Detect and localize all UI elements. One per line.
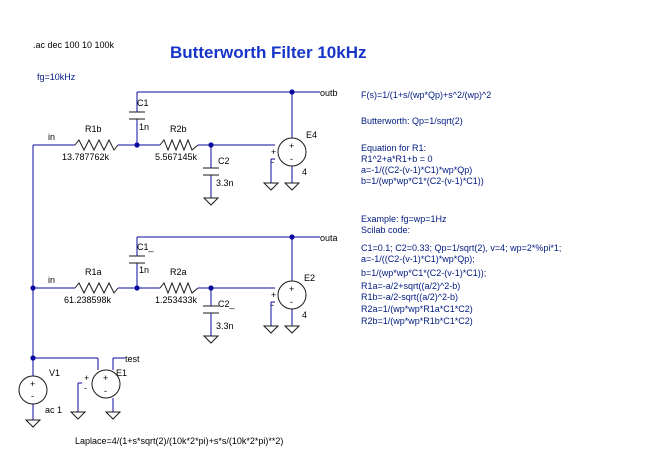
ground-icon bbox=[69, 411, 87, 420]
e4-in-minus: - bbox=[271, 157, 274, 167]
e2-name: E2 bbox=[304, 273, 315, 283]
note-line: F(s)=1/(1+s/(wp*Qp)+s^2/(wp)^2 bbox=[361, 90, 491, 100]
stage-b-in-label: in bbox=[48, 132, 55, 142]
v1-name: V1 bbox=[49, 368, 60, 378]
capacitor-c2-underscore[interactable] bbox=[203, 305, 219, 314]
r2b-value: 5.567145k bbox=[155, 152, 198, 162]
outb-label[interactable]: outb bbox=[320, 88, 338, 98]
e1-name: E1 bbox=[116, 368, 127, 378]
r1b-value: 13.787762k bbox=[62, 152, 110, 162]
stage-b-wires[interactable] bbox=[33, 91, 320, 198]
ground-icon bbox=[202, 335, 220, 344]
e2-in-plus: + bbox=[271, 290, 276, 300]
note-line: b=1/(wp*wp*C1*(C2-(v-1)*C1)) bbox=[361, 176, 484, 186]
ground-icon bbox=[24, 419, 42, 428]
e4-plus: + bbox=[289, 141, 294, 151]
capacitor-c1-underscore[interactable] bbox=[129, 255, 145, 264]
e1-minus: - bbox=[104, 386, 107, 396]
r2a-value: 1.253433k bbox=[155, 295, 198, 305]
test-label[interactable]: test bbox=[125, 354, 140, 364]
ground-icon bbox=[283, 182, 301, 191]
e2-gain: 4 bbox=[302, 310, 307, 320]
ground-icon bbox=[202, 197, 220, 206]
capacitor-c2[interactable] bbox=[203, 167, 219, 176]
ground-icon bbox=[104, 411, 122, 420]
resistor-r1a[interactable] bbox=[74, 281, 119, 295]
source-section: + - V1 ac 1 + - + - E1 test Laplace=4/(1… bbox=[18, 354, 283, 446]
schematic-title[interactable]: Butterworth Filter 10kHz bbox=[170, 43, 366, 62]
e4-minus: - bbox=[290, 154, 293, 164]
stage-a-in-label: in bbox=[48, 275, 55, 285]
ground-icon bbox=[262, 182, 280, 191]
note-line: Scilab code: bbox=[361, 225, 410, 235]
c1-value: 1n bbox=[139, 122, 149, 132]
outa-label[interactable]: outa bbox=[320, 233, 338, 243]
note-line: Butterworth: Qp=1/sqrt(2) bbox=[361, 116, 463, 126]
resistor-r2b[interactable] bbox=[159, 138, 199, 152]
fg-param[interactable]: fg=10kHz bbox=[37, 72, 76, 82]
c2-underscore-value: 3.3n bbox=[216, 321, 234, 331]
note-line: R1^2+a*R1+b = 0 bbox=[361, 154, 433, 164]
capacitor-c1[interactable] bbox=[129, 111, 145, 120]
voltage-source-v1[interactable]: + - bbox=[18, 375, 48, 405]
notes-top: F(s)=1/(1+s/(wp*Qp)+s^2/(wp)^2 Butterwor… bbox=[361, 90, 491, 186]
e1-plus: + bbox=[103, 373, 108, 383]
note-line: a=-1/((C2-(v-1)*C1)*wp*Qp) bbox=[361, 165, 472, 175]
r1a-value: 61.238598k bbox=[64, 295, 112, 305]
v1-plus: + bbox=[30, 379, 35, 389]
source-wires[interactable] bbox=[32, 357, 125, 420]
e2-in-minus: - bbox=[271, 300, 274, 310]
e1-in-plus: + bbox=[84, 373, 89, 383]
stage-b: R1b 13.787762k R2b 5.567145k C1 1n C2 3.… bbox=[33, 88, 338, 206]
note-line: b=1/(wp*wp*C1*(C2-(v-1)*C1)); bbox=[361, 268, 486, 278]
c2-underscore-name: C2_ bbox=[218, 299, 236, 309]
e1-in-minus: - bbox=[84, 383, 87, 393]
ground-icon bbox=[262, 325, 280, 334]
e4-in-plus: + bbox=[271, 147, 276, 157]
r1a-name: R1a bbox=[85, 267, 102, 277]
note-line: R1a=-a/2+sqrt((a/2)^2-b) bbox=[361, 281, 460, 291]
c1-underscore-name: C1_ bbox=[137, 242, 155, 252]
note-line: C1=0.1; C2=0.33; Qp=1/sqrt(2), v=4; wp=2… bbox=[361, 243, 561, 253]
laplace-expression[interactable]: Laplace=4/(1+s*sqrt(2)/(10k*2*pi)+s*s/(1… bbox=[75, 436, 283, 446]
amplifier-e2[interactable]: + - bbox=[277, 280, 307, 310]
note-line: a=-1/((C2-(v-1)*C1)*wp*Qp); bbox=[361, 254, 475, 264]
v1-value: ac 1 bbox=[45, 405, 62, 415]
note-line: R1b=-a/2-sqrt((a/2)^2-b) bbox=[361, 292, 458, 302]
amplifier-e4[interactable]: + - bbox=[277, 137, 307, 167]
notes-bottom: Example: fg=wp=1Hz Scilab code: C1=0.1; … bbox=[361, 214, 561, 326]
c2-value: 3.3n bbox=[216, 178, 234, 188]
note-line: R2b=1/(wp*wp*R1b*C1*C2) bbox=[361, 316, 473, 326]
stage-a: R1a 61.238598k R2a 1.253433k C1_ 1n C2_ … bbox=[33, 233, 338, 344]
e4-gain: 4 bbox=[302, 167, 307, 177]
resistor-r1b[interactable] bbox=[74, 138, 119, 152]
input-bus[interactable] bbox=[30, 145, 36, 376]
r2b-name: R2b bbox=[170, 124, 187, 134]
e2-plus: + bbox=[289, 284, 294, 294]
v1-minus: - bbox=[31, 391, 34, 401]
c1-underscore-value: 1n bbox=[139, 265, 149, 275]
ground-icon bbox=[283, 325, 301, 334]
note-line: Equation for R1: bbox=[361, 143, 426, 153]
resistor-r2a[interactable] bbox=[159, 281, 199, 295]
r2a-name: R2a bbox=[170, 267, 187, 277]
c1-name: C1 bbox=[137, 98, 149, 108]
amplifier-e1[interactable]: + - bbox=[91, 369, 121, 399]
note-line: Example: fg=wp=1Hz bbox=[361, 214, 447, 224]
ac-directive[interactable]: .ac dec 100 10 100k bbox=[33, 40, 115, 50]
e2-minus: - bbox=[290, 297, 293, 307]
c2-name: C2 bbox=[218, 156, 230, 166]
note-line: R2a=1/(wp*wp*R1a*C1*C2) bbox=[361, 304, 473, 314]
e4-name: E4 bbox=[306, 130, 317, 140]
r1b-name: R1b bbox=[85, 124, 102, 134]
